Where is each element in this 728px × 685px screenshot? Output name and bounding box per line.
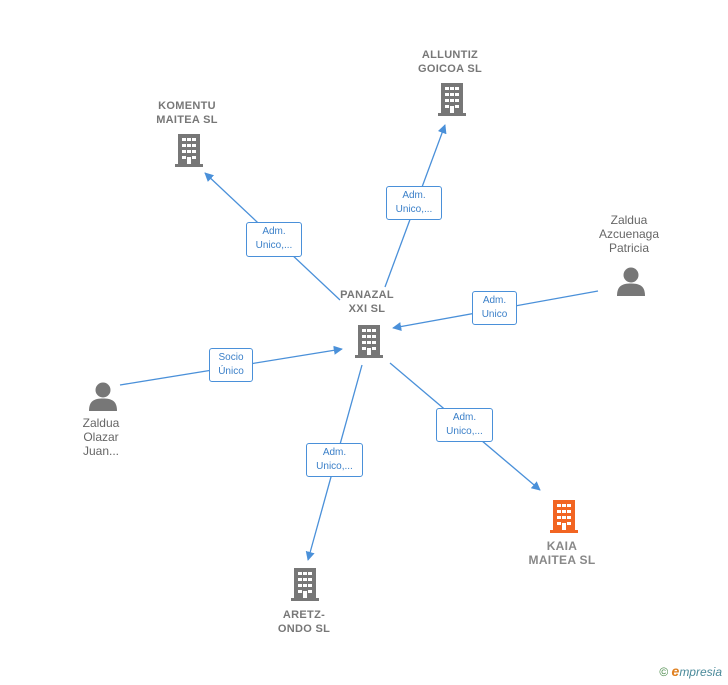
edge-label-alluntiz[interactable]: Adm. Unico,...	[386, 186, 442, 220]
brand-logo-text: mpresia	[679, 665, 722, 679]
edge-label-juan[interactable]: Socio Único	[209, 348, 253, 382]
aretz-building-icon[interactable]	[291, 568, 319, 601]
node-label-zaldua-juan[interactable]: Zaldua Olazar Juan...	[82, 416, 120, 458]
node-label-kaia[interactable]: KAIA MAITEA SL	[528, 539, 596, 567]
alluntiz-building-icon[interactable]	[438, 83, 466, 116]
node-label-aretz[interactable]: ARETZ- ONDO SL	[277, 609, 331, 635]
kaia-building-icon[interactable]	[550, 500, 578, 533]
patricia-person-icon[interactable]	[617, 267, 645, 297]
edge-label-komentu[interactable]: Adm. Unico,...	[246, 222, 302, 257]
brand-logo-initial: e	[671, 663, 680, 679]
node-label-alluntiz[interactable]: ALLUNTIZ GOICOA SL	[417, 49, 483, 75]
edge-label-kaia[interactable]: Adm. Unico,...	[436, 408, 493, 442]
edge-label-aretz[interactable]: Adm. Unico,...	[306, 443, 363, 477]
edge-label-patricia[interactable]: Adm. Unico	[472, 291, 517, 325]
node-label-zaldua-patricia[interactable]: Zaldua Azcuenaga Patricia	[598, 213, 660, 255]
node-label-komentu[interactable]: KOMENTU MAITEA SL	[156, 100, 218, 126]
copyright-symbol: ©	[659, 665, 669, 679]
node-label-panazal[interactable]: PANAZAL XXI SL	[340, 289, 394, 315]
footer-brand: © empresia	[659, 663, 722, 679]
komentu-building-icon[interactable]	[175, 134, 203, 167]
juan-person-icon[interactable]	[89, 382, 117, 412]
panazal-building-icon[interactable]	[355, 325, 383, 358]
